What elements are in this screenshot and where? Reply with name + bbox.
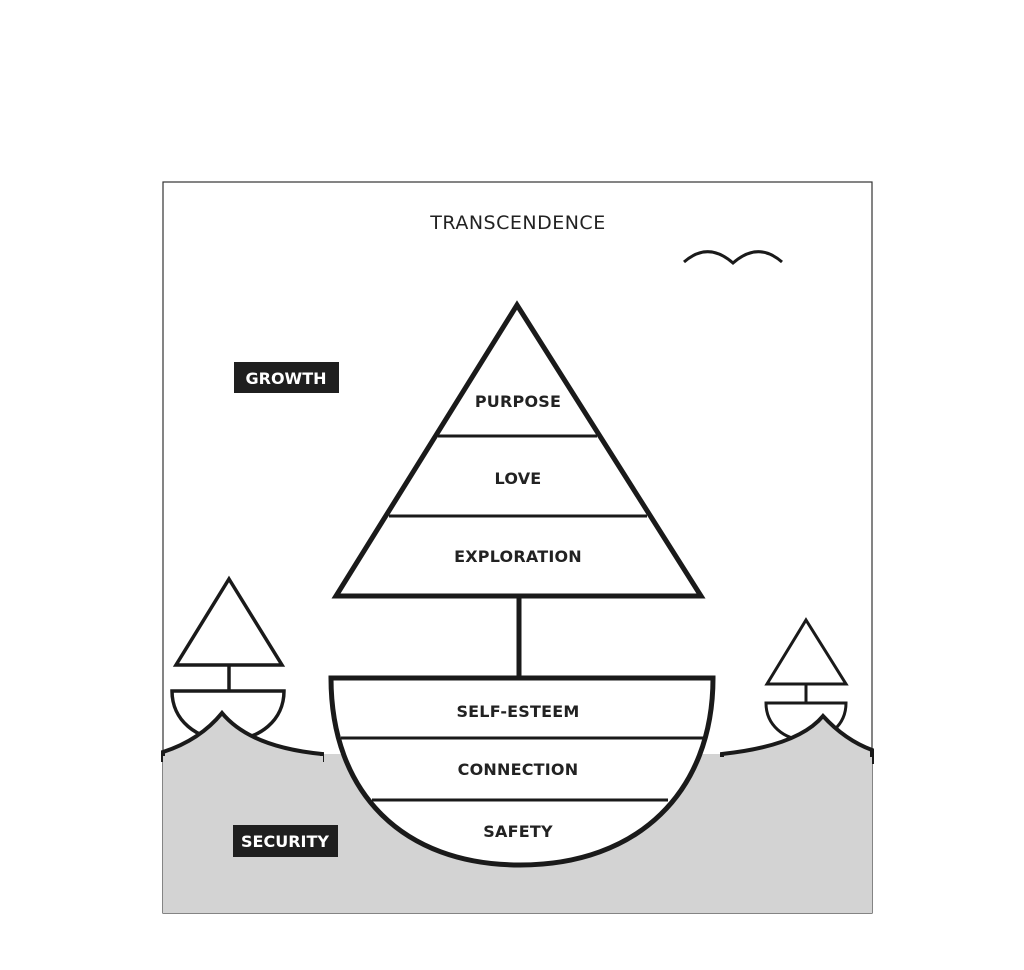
wave-left [161, 709, 324, 762]
security-label: SECURITY [241, 832, 329, 851]
level-purpose: PURPOSE [475, 392, 561, 411]
level-love: LOVE [495, 469, 542, 488]
level-exploration: EXPLORATION [454, 547, 582, 566]
small-boat-left [170, 575, 286, 742]
hull [328, 675, 716, 868]
water-fill-left [163, 756, 323, 766]
growth-badge [234, 362, 339, 393]
security-badge [233, 825, 338, 857]
small-boat-right [764, 617, 849, 742]
level-safety: SAFETY [483, 822, 553, 841]
wave-right [720, 712, 874, 764]
bird-icon [683, 250, 783, 265]
sail [331, 300, 706, 599]
title-transcendence: TRANSCENDENCE [429, 212, 605, 234]
level-connection: CONNECTION [458, 760, 579, 779]
growth-label: GROWTH [245, 369, 326, 388]
level-self-esteem: SELF-ESTEEM [456, 702, 579, 721]
water-fill-right [720, 757, 872, 767]
